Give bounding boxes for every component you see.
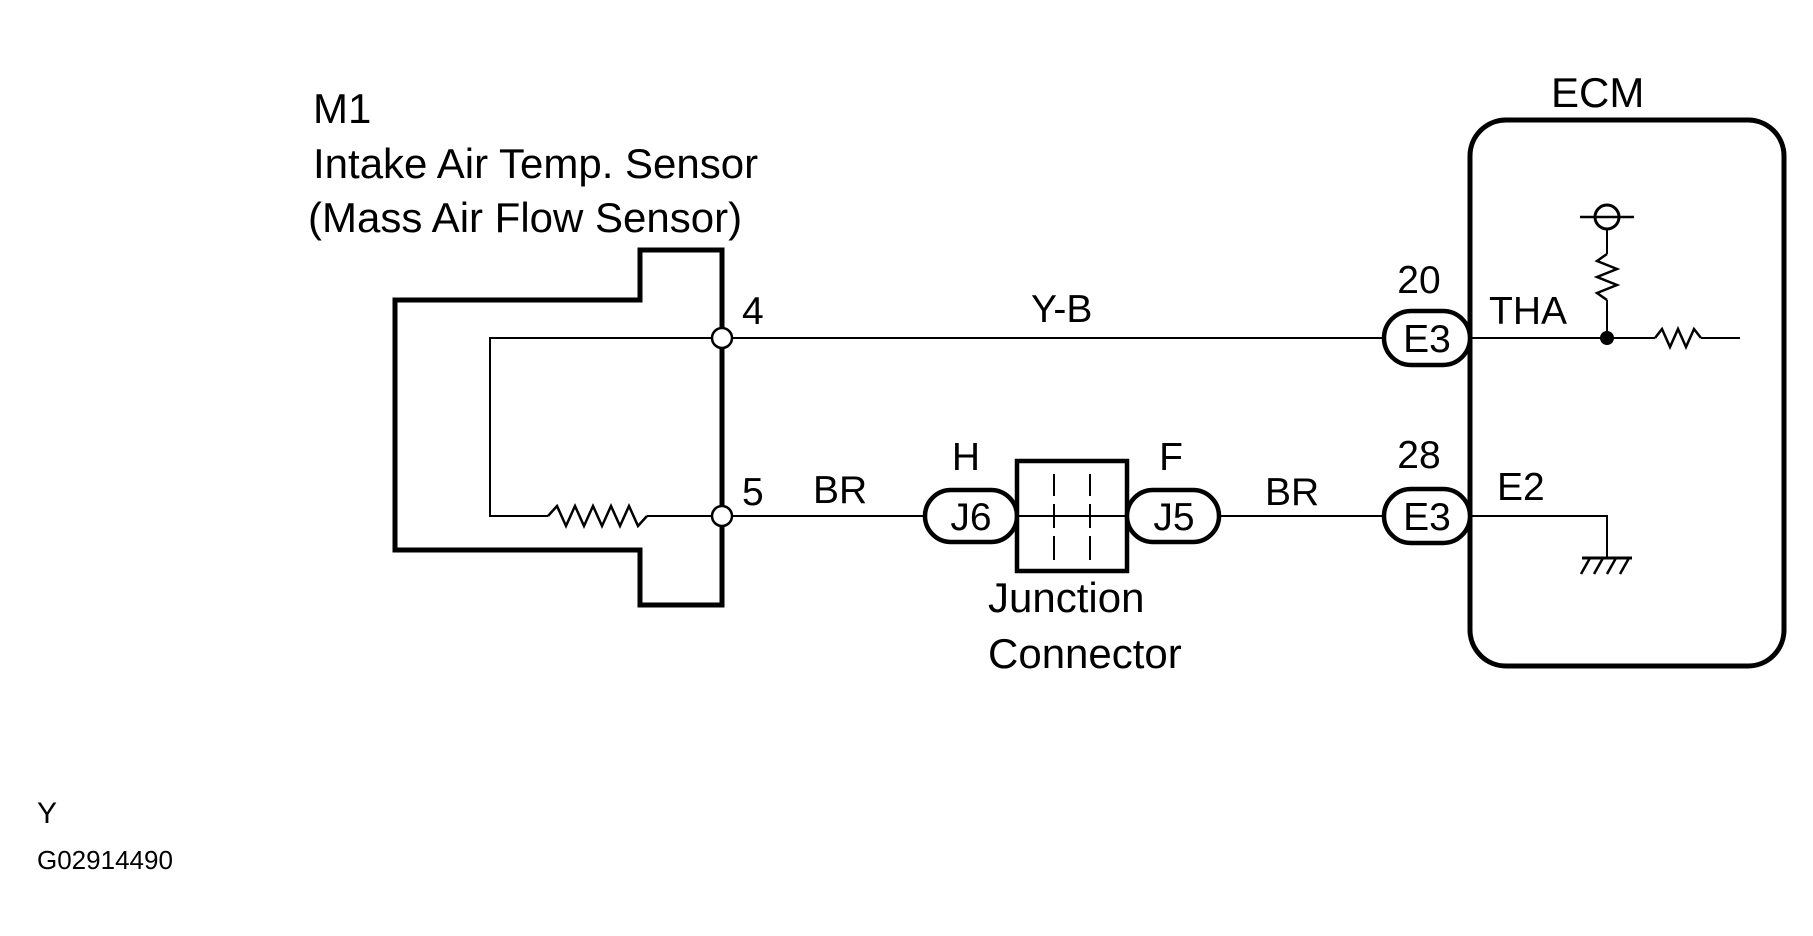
connector-j6-label: J6 — [950, 496, 991, 539]
footer-letter: Y — [37, 797, 57, 830]
junction-internal-ticks — [1053, 474, 1091, 560]
sensor-pin-4-terminal — [710, 326, 734, 350]
junction-connector: J6 H J5 F Junction Connector — [922, 436, 1222, 677]
sensor-housing-outline — [392, 247, 725, 608]
connector-j5-label: J5 — [1153, 496, 1194, 539]
wire-br-left: BR — [732, 469, 925, 517]
wire-br-left-label: BR — [813, 469, 867, 512]
wire-br-right: BR — [1219, 471, 1384, 517]
sensor-m1: M1 Intake Air Temp. Sensor (Mass Air Flo… — [308, 85, 764, 608]
connector-f-letter: F — [1159, 436, 1183, 479]
footer: Y G02914490 — [37, 797, 173, 875]
ecm-e2-internal-wire — [1470, 515, 1608, 558]
wire-yb-label: Y-B — [1031, 288, 1092, 331]
sensor-code: M1 — [313, 85, 371, 132]
junction-label-line1: Junction — [988, 574, 1144, 621]
ecm-connector-e3-bottom-label: E3 — [1403, 496, 1451, 539]
ground-icon — [1579, 556, 1632, 575]
ecm-housing — [1467, 117, 1787, 669]
wire-br-right-label: BR — [1265, 471, 1319, 514]
ecm-pin-20-label: 20 — [1397, 259, 1440, 302]
sensor-internal-loop-wire — [489, 337, 722, 517]
wire-yb: Y-B — [732, 288, 1384, 339]
sensor-subname: (Mass Air Flow Sensor) — [308, 194, 742, 241]
ecm-terminal-e2: E2 — [1497, 466, 1545, 509]
ecm: ECM E3 20 THA E3 28 E2 — [1381, 69, 1787, 669]
ecm-series-resistor — [1654, 325, 1702, 351]
sensor-name: Intake Air Temp. Sensor — [313, 140, 758, 187]
junction-label-line2: Connector — [988, 630, 1182, 677]
ecm-title: ECM — [1551, 69, 1644, 116]
figure-code: G02914490 — [37, 845, 173, 875]
connector-h-letter: H — [952, 436, 980, 479]
ecm-connector-e3-top-label: E3 — [1403, 318, 1451, 361]
ecm-terminal-tha: THA — [1489, 290, 1567, 333]
sensor-thermistor-resistor — [547, 502, 648, 530]
sensor-pin-5-label: 5 — [742, 471, 764, 514]
sensor-pin-5-terminal — [710, 504, 734, 528]
sensor-pin-4-label: 4 — [742, 290, 764, 333]
ecm-pin-28-label: 28 — [1397, 434, 1440, 477]
ecm-pullup-resistor — [1593, 252, 1621, 302]
